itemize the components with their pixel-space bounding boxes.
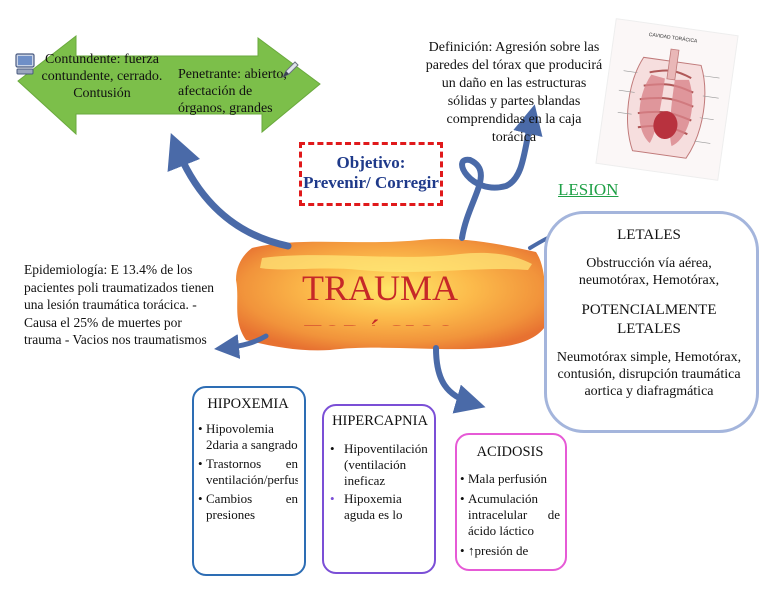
hipoxemia-title: HIPOXEMIA <box>207 396 289 412</box>
bullet-icon: • <box>330 491 335 506</box>
trauma-title: TRAUMA <box>301 268 458 308</box>
list-item: •Trastornos en ventilación/perfusión <box>198 456 298 488</box>
contundente-text: Contundente: fuerza contundente, cerrado… <box>41 52 163 101</box>
list-item-text: Trastornos en ventilación/perfusión <box>206 456 298 487</box>
acidosis-title: ACIDOSIS <box>476 444 544 460</box>
list-item-text: Hipoventilación (ventilación ineficaz <box>344 441 428 488</box>
objetivo-text: Objetivo: Prevenir/ Corregir <box>303 153 439 192</box>
list-item: •↑presión de <box>460 543 560 559</box>
acidosis-box <box>455 433 567 571</box>
arrow-to-definicion <box>459 104 543 241</box>
list-item: •Hipovolemia 2daria a sangrado <box>198 421 298 453</box>
list-item: • Hipoxemia aguda es lo <box>330 491 430 523</box>
arrow-to-condiciones <box>433 345 486 414</box>
penetrante-text: Penetrante: abierto, afectación de órgan… <box>178 67 287 116</box>
acidosis-list: •Mala perfusión •Acumulación intracelula… <box>460 471 560 559</box>
bullet-icon: • <box>198 491 203 506</box>
letales-heading: LETALES <box>617 227 681 243</box>
letales-items: Obstrucción vía aérea, neumotórax, Hemot… <box>578 256 720 288</box>
lesion-box <box>544 211 759 433</box>
bullet-icon: • <box>460 471 465 486</box>
pen-icon <box>281 61 299 79</box>
watercolor-streak <box>260 252 532 272</box>
list-item-text: Acumulación intracelular de ácido láctic… <box>468 491 560 538</box>
hipoxemia-content: HIPOXEMIA •Hipovolemia 2daria a sangrado… <box>198 396 298 564</box>
bullet-icon: • <box>460 491 465 506</box>
list-item-text: Mala perfusión <box>468 471 548 486</box>
bullet-icon: • <box>460 543 465 558</box>
lesion-content: LETALES Obstrucción vía aérea, neumotóra… <box>554 221 744 422</box>
list-item-text: Hipoxemia aguda es lo <box>344 491 403 522</box>
hipercapnia-box <box>322 404 436 574</box>
hipercapnia-list: • Hipoventilación (ventilación ineficaz •… <box>330 441 430 523</box>
objetivo-box: Objetivo: Prevenir/ Corregir <box>299 142 443 206</box>
list-item: •Cambios en presiones <box>198 491 298 523</box>
thorax-anatomy-image: CAVIDAD TORÁCICA <box>596 19 738 180</box>
bullet-icon: • <box>330 441 335 456</box>
potencialmente-letales-heading: POTENCIALMENTE LETALES <box>581 302 717 337</box>
hipoxemia-box <box>192 386 306 576</box>
thorax-anatomy-drawing <box>617 48 720 159</box>
hipercapnia-content: HIPERCAPNIA • Hipoventilación (ventilació… <box>330 413 430 563</box>
arrow-to-epidemiologia <box>214 333 269 359</box>
trauma-subtitle: TORÁCICO <box>240 308 520 326</box>
definicion-text: Definición: Agresión sobre las paredes d… <box>425 40 603 145</box>
green-double-arrow <box>17 34 321 136</box>
acidosis-content: ACIDOSIS •Mala perfusión •Acumulación in… <box>460 444 560 564</box>
lesion-label: LESION <box>558 180 619 199</box>
hipoxemia-list: •Hipovolemia 2daria a sangrado •Trastorn… <box>198 421 298 523</box>
list-item: • Hipoventilación (ventilación ineficaz <box>330 441 430 489</box>
list-item-text: Cambios en presiones <box>206 491 298 522</box>
list-item: •Acumulación intracelular de ácido lácti… <box>460 491 560 539</box>
bullet-icon: • <box>198 456 203 471</box>
epidemiologia-text: Epidemiología: E 13.4% de los pacientes … <box>24 262 215 347</box>
potencialmente-letales-items: Neumotórax simple, Hemotórax, contusión,… <box>556 350 742 399</box>
list-item: •Mala perfusión <box>460 471 560 487</box>
arrow-to-mecanismo <box>167 133 292 250</box>
bullet-icon: • <box>198 421 203 436</box>
trauma-subtitle-text: TORÁCICO <box>240 318 520 326</box>
computer-icon <box>15 53 35 75</box>
list-item-text: ↑presión de <box>468 543 529 558</box>
list-item-text: Hipovolemia 2daria a sangrado <box>206 421 298 452</box>
hipercapnia-title: HIPERCAPNIA <box>332 413 428 429</box>
